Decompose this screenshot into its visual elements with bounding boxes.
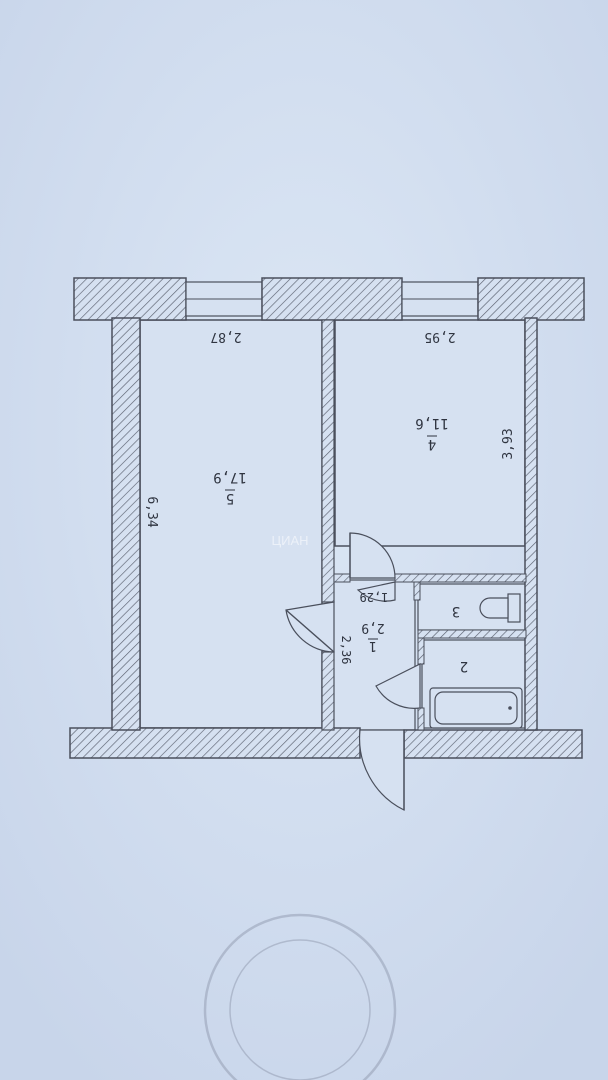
dim-room5-length: 6,34 <box>144 496 159 527</box>
room-5-area: 17,9 <box>213 469 247 485</box>
wall-bath-left-bottom <box>417 707 425 731</box>
watermark: ЦИАН <box>271 533 308 548</box>
wall-top-right <box>477 277 585 321</box>
room-1-label: 1 2,9 <box>361 620 384 653</box>
room-5 <box>139 319 323 729</box>
dim-hall-width: 1,29 <box>360 590 389 604</box>
room-2-number: 2 <box>460 658 468 674</box>
dim-hall-length: 2,36 <box>339 636 353 665</box>
room-1-number: 1 <box>369 638 377 653</box>
wall-left <box>111 317 141 731</box>
toilet-fixture <box>479 593 521 623</box>
room-4-number: 4 <box>428 436 436 452</box>
wall-hall-top <box>333 573 351 583</box>
dim-room4-width: 2,95 <box>424 329 455 344</box>
room-4-area: 11,6 <box>415 415 449 431</box>
wall-bottom-left <box>69 727 361 759</box>
wall-inner-vertical-top <box>321 319 335 603</box>
wall-toilet-bottom <box>417 629 527 639</box>
room-5-label: 5 17,9 <box>213 469 247 506</box>
door-swing-toilet <box>356 581 396 602</box>
wall-bath-left-top <box>417 637 425 665</box>
wall-bottom-right <box>403 729 583 759</box>
room-1-area: 2,9 <box>361 620 384 635</box>
wall-right <box>524 317 538 731</box>
room-3-number: 3 <box>452 603 460 619</box>
room-5-number: 5 <box>226 490 234 506</box>
dim-room5-width: 2,87 <box>210 329 241 344</box>
bathtub-fixture <box>429 687 523 729</box>
door-leaf-room5 <box>285 609 335 653</box>
wall-toilet-top <box>394 573 527 583</box>
room-4-label: 4 11,6 <box>415 415 449 452</box>
door-swing-room5 <box>285 601 335 653</box>
stamp <box>203 913 397 1080</box>
door-swing-room4 <box>349 532 396 579</box>
dim-room4-length: 3,93 <box>501 428 516 459</box>
room-4 <box>334 319 526 547</box>
wall-toilet-left-stub <box>413 581 421 601</box>
wall-top-middle <box>261 277 403 321</box>
door-swing-bathroom <box>375 663 421 709</box>
wall-inner-vertical-bottom <box>321 651 335 731</box>
wall-top-left <box>73 277 187 321</box>
